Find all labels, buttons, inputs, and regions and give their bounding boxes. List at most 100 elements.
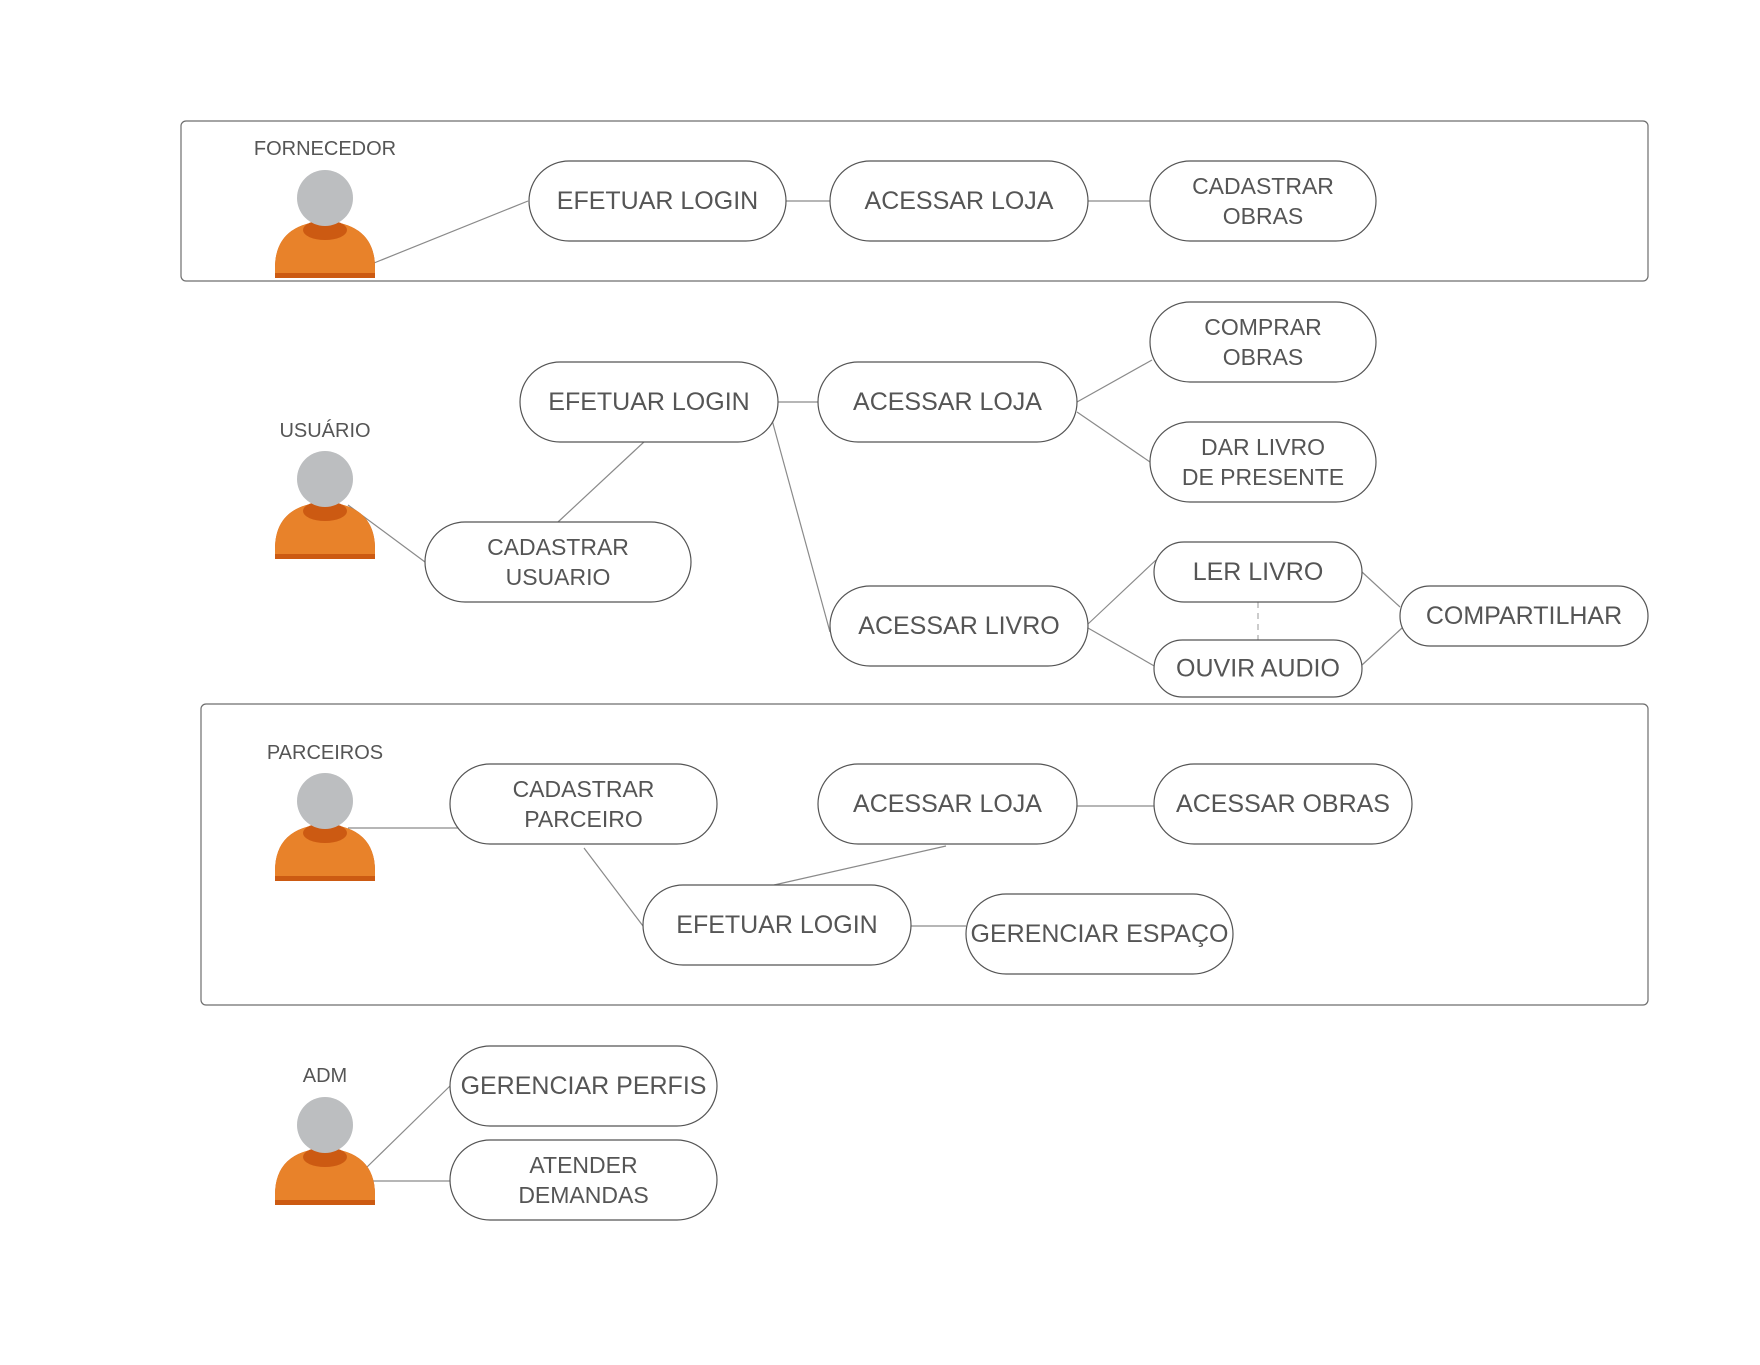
actor-parceiros xyxy=(275,773,375,881)
actor-fornecedor xyxy=(275,170,375,278)
use-case-parc-obras: ACESSAR OBRAS xyxy=(1153,763,1413,845)
actor-head xyxy=(297,773,353,829)
use-case-adm-demandas: ATENDER DEMANDAS xyxy=(449,1139,718,1221)
use-case-usr-login: EFETUAR LOGIN xyxy=(519,361,779,443)
use-case-label: GERENCIAR PERFIS xyxy=(461,1072,707,1100)
use-case-shape xyxy=(817,361,1078,443)
group-fornecedor xyxy=(180,120,1649,282)
use-case-usr-comprar: COMPRAR OBRAS xyxy=(1149,301,1377,383)
use-case-shape xyxy=(1153,639,1363,698)
use-case-shape xyxy=(424,521,692,603)
assoc-cadastrar-login-parc xyxy=(583,847,644,927)
use-case-parc-login: EFETUAR LOGIN xyxy=(642,884,912,966)
use-case-shape xyxy=(965,893,1234,975)
use-case-shape xyxy=(817,763,1078,845)
assoc-adm-perfis xyxy=(365,1085,451,1169)
use-case-shape xyxy=(528,160,787,242)
assoc-loja-comprar xyxy=(1076,359,1153,403)
use-case-label: PARCEIRO xyxy=(524,806,642,832)
use-case-label: ACESSAR LOJA xyxy=(865,187,1054,215)
use-case-shape xyxy=(829,585,1089,667)
use-case-label: ACESSAR LIVRO xyxy=(858,612,1059,640)
use-case-shape xyxy=(1149,421,1377,503)
actor-collar xyxy=(303,501,347,521)
actor-head xyxy=(297,1097,353,1153)
use-case-shape xyxy=(642,884,912,966)
assoc-livro-ler xyxy=(1087,559,1157,625)
use-cases: EFETUAR LOGIN ACESSAR LOJA CADASTRAR OBRAS E… xyxy=(424,160,1649,1221)
associations xyxy=(347,200,1403,1182)
group-parceiros xyxy=(200,703,1649,1006)
use-case-label: EFETUAR LOGIN xyxy=(676,911,877,939)
use-case-parc-cadastrar: CADASTRAR PARCEIRO xyxy=(449,763,718,845)
actor-head xyxy=(297,451,353,507)
use-case-shape xyxy=(829,160,1089,242)
use-case-label: DEMANDAS xyxy=(518,1182,648,1208)
use-case-label: ACESSAR LOJA xyxy=(853,388,1042,416)
use-case-usr-ouvir: OUVIR AUDIO xyxy=(1153,639,1363,698)
use-case-label: CADASTRAR xyxy=(513,776,655,802)
actor-body xyxy=(275,221,375,273)
actor-adm xyxy=(275,1097,375,1205)
use-case-usr-presente: DAR LIVRO DE PRESENTE xyxy=(1149,421,1377,503)
use-case-usr-compartilhar: COMPARTILHAR xyxy=(1399,585,1649,647)
use-case-label: GERENCIAR ESPAÇO xyxy=(971,920,1229,948)
use-case-adm-perfis: GERENCIAR PERFIS xyxy=(449,1045,718,1127)
use-case-label: EFETUAR LOGIN xyxy=(557,187,758,215)
use-case-parc-loja: ACESSAR LOJA xyxy=(817,763,1078,845)
use-case-label: LER LIVRO xyxy=(1193,558,1324,586)
use-case-shape xyxy=(1149,301,1377,383)
use-case-label: OBRAS xyxy=(1223,203,1304,229)
assoc-loja-presente xyxy=(1076,411,1151,463)
actor-collar xyxy=(303,220,347,240)
use-case-label: USUARIO xyxy=(506,564,611,590)
use-case-label: DAR LIVRO xyxy=(1201,434,1325,460)
use-case-label: EFETUAR LOGIN xyxy=(548,388,749,416)
use-case-shape xyxy=(1153,541,1363,603)
use-case-parc-espaco: GERENCIAR ESPAÇO xyxy=(965,893,1234,975)
actor-head xyxy=(297,170,353,226)
actor-collar xyxy=(303,823,347,843)
use-case-label: COMPRAR xyxy=(1204,314,1322,340)
use-case-shape xyxy=(1149,160,1377,242)
actor-label-adm: ADM xyxy=(303,1065,347,1087)
use-case-label: OBRAS xyxy=(1223,344,1304,370)
use-case-label: ACESSAR OBRAS xyxy=(1176,790,1390,818)
use-case-forn-loja: ACESSAR LOJA xyxy=(829,160,1089,242)
assoc-livro-ouvir xyxy=(1087,627,1157,668)
use-case-shape xyxy=(1153,763,1413,845)
assoc-login-livro xyxy=(771,419,831,633)
assoc-cadastrar-login xyxy=(557,440,646,523)
use-case-label: DE PRESENTE xyxy=(1182,464,1344,490)
actor-label-fornecedor: FORNECEDOR xyxy=(254,138,396,160)
use-case-label: ACESSAR LOJA xyxy=(853,790,1042,818)
actors xyxy=(275,170,375,1205)
assoc-ler-compartilhar xyxy=(1361,571,1401,608)
use-case-label: COMPARTILHAR xyxy=(1426,602,1622,630)
use-case-forn-cadastrar-obras: CADASTRAR OBRAS xyxy=(1149,160,1377,242)
use-case-shape xyxy=(449,763,718,845)
use-case-forn-login: EFETUAR LOGIN xyxy=(528,160,787,242)
actor-collar xyxy=(303,1147,347,1167)
use-case-shape xyxy=(1399,585,1649,647)
actor-body xyxy=(275,1148,375,1200)
actor-body xyxy=(275,502,375,554)
use-case-usr-livro: ACESSAR LIVRO xyxy=(829,585,1089,667)
actor-label-parceiros: PARCEIROS xyxy=(267,742,383,764)
use-case-shape xyxy=(449,1045,718,1127)
use-case-shape xyxy=(449,1139,718,1221)
actor-label-usuario: USUÁRIO xyxy=(279,419,370,442)
use-case-label: OUVIR AUDIO xyxy=(1176,655,1340,683)
use-case-usr-cadastrar: CADASTRAR USUARIO xyxy=(424,521,692,603)
use-case-label: ATENDER xyxy=(529,1152,637,1178)
use-case-label: CADASTRAR xyxy=(487,534,629,560)
use-case-usr-loja: ACESSAR LOJA xyxy=(817,361,1078,443)
use-case-shape xyxy=(519,361,779,443)
use-case-label: CADASTRAR xyxy=(1192,173,1334,199)
actor-usuario xyxy=(275,451,375,559)
assoc-fornecedor-login xyxy=(373,200,529,264)
actor-body xyxy=(275,824,375,876)
use-case-usr-ler: LER LIVRO xyxy=(1153,541,1363,603)
